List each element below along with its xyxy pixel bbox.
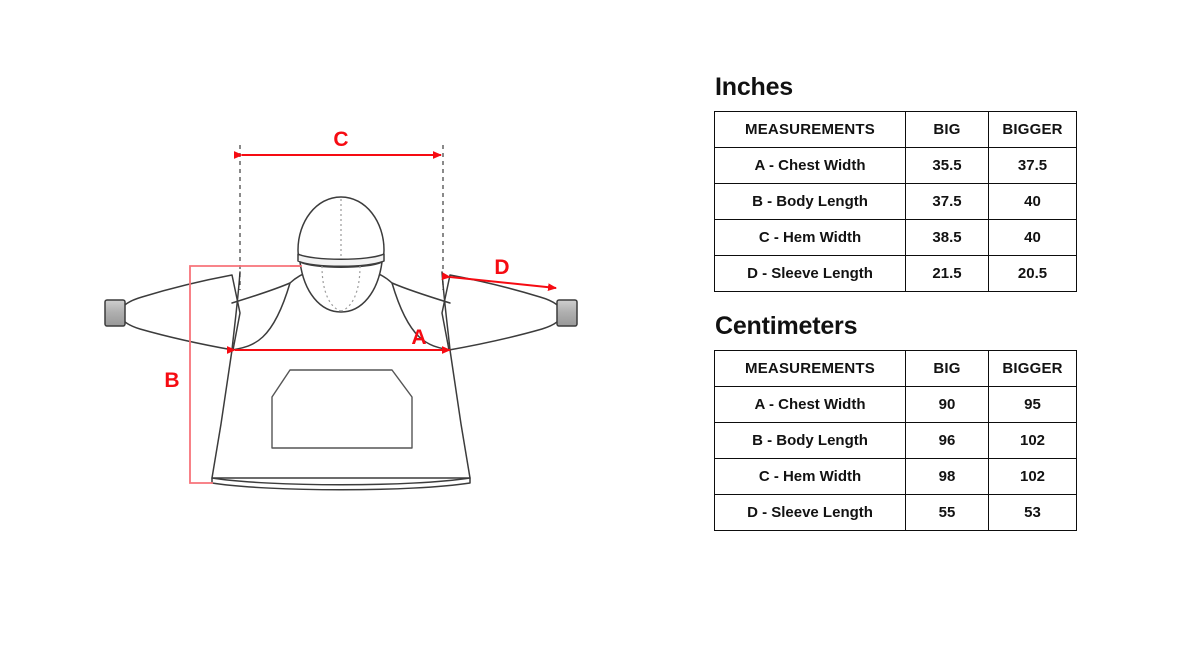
table-header-row: MEASUREMENTS BIG BIGGER [714, 350, 1077, 388]
header-measurements: MEASUREMENTS [714, 111, 906, 149]
d-dimension-arrow [441, 272, 557, 292]
cell-bigger: 102 [988, 422, 1077, 460]
left-armhole-seam [231, 271, 241, 351]
cell-measurement: B - Body Length [714, 183, 906, 221]
header-big: BIG [905, 350, 989, 388]
left-shoulder-seam [231, 282, 291, 304]
cell-bigger: 102 [988, 458, 1077, 496]
cell-bigger: 37.5 [988, 147, 1077, 185]
table-header-row: MEASUREMENTS BIG BIGGER [714, 111, 1077, 149]
table-row: D - Sleeve Length 55 53 [714, 494, 1077, 532]
centimeters-size-table: MEASUREMENTS BIG BIGGER A - Chest Width … [714, 350, 1077, 532]
dimension-label-b: B [164, 369, 179, 392]
inches-heading: Inches [715, 73, 793, 101]
garment-diagram-panel: C D A B [104, 128, 578, 491]
measurement-tables-panel: Inches MEASUREMENTS BIG BIGGER A - Chest… [714, 0, 1134, 654]
cell-bigger: 40 [988, 219, 1077, 257]
b-dimension-bracket [189, 265, 300, 484]
hood-inner-right-seam [340, 265, 361, 312]
cell-measurement: C - Hem Width [714, 458, 906, 496]
dimension-label-c: C [333, 128, 348, 151]
hood-opening [299, 261, 383, 313]
cell-measurement: A - Chest Width [714, 147, 906, 185]
hood-band [297, 253, 385, 267]
cell-measurement: A - Chest Width [714, 386, 906, 424]
centimeters-table-block: Centimeters MEASUREMENTS BIG BIGGER A - … [714, 312, 1077, 532]
cell-big: 38.5 [905, 219, 989, 257]
header-bigger: BIGGER [988, 350, 1077, 388]
cell-big: 98 [905, 458, 989, 496]
header-measurements: MEASUREMENTS [714, 350, 906, 388]
kangaroo-pocket [271, 369, 413, 449]
hem-band [211, 477, 471, 491]
cell-measurement: B - Body Length [714, 422, 906, 460]
hood-seam-lines-group [321, 199, 361, 312]
header-big: BIG [905, 111, 989, 149]
cell-big: 90 [905, 386, 989, 424]
table-row: A - Chest Width 35.5 37.5 [714, 147, 1077, 185]
left-sleeve [119, 274, 241, 351]
cell-measurement: C - Hem Width [714, 219, 906, 257]
cell-measurement: D - Sleeve Length [714, 255, 906, 293]
dimension-label-d: D [494, 256, 509, 279]
inches-table-block: Inches MEASUREMENTS BIG BIGGER A - Chest… [714, 73, 1077, 293]
table-row: A - Chest Width 90 95 [714, 386, 1077, 424]
cell-big: 55 [905, 494, 989, 532]
right-shoulder-seam [391, 282, 451, 304]
centimeters-heading: Centimeters [715, 312, 858, 340]
table-row: B - Body Length 96 102 [714, 422, 1077, 460]
cell-bigger: 95 [988, 386, 1077, 424]
cell-big: 96 [905, 422, 989, 460]
cell-bigger: 53 [988, 494, 1077, 532]
cell-big: 21.5 [905, 255, 989, 293]
b-bracket-path [189, 265, 300, 484]
inches-size-table: MEASUREMENTS BIG BIGGER A - Chest Width … [714, 111, 1077, 293]
cell-measurement: D - Sleeve Length [714, 494, 906, 532]
right-cuff [556, 299, 578, 327]
hood-inner-left-seam [321, 265, 342, 312]
cell-bigger: 20.5 [988, 255, 1077, 293]
table-row: C - Hem Width 98 102 [714, 458, 1077, 496]
cell-big: 35.5 [905, 147, 989, 185]
table-row: C - Hem Width 38.5 40 [714, 219, 1077, 257]
cell-bigger: 40 [988, 183, 1077, 221]
left-cuff [104, 299, 126, 327]
dimension-label-a: A [411, 326, 426, 349]
garment-outline-group [104, 196, 578, 491]
cell-big: 37.5 [905, 183, 989, 221]
table-row: D - Sleeve Length 21.5 20.5 [714, 255, 1077, 293]
hoodie-flat-sketch-svg: C D A B [104, 128, 578, 491]
header-bigger: BIGGER [988, 111, 1077, 149]
table-row: B - Body Length 37.5 40 [714, 183, 1077, 221]
